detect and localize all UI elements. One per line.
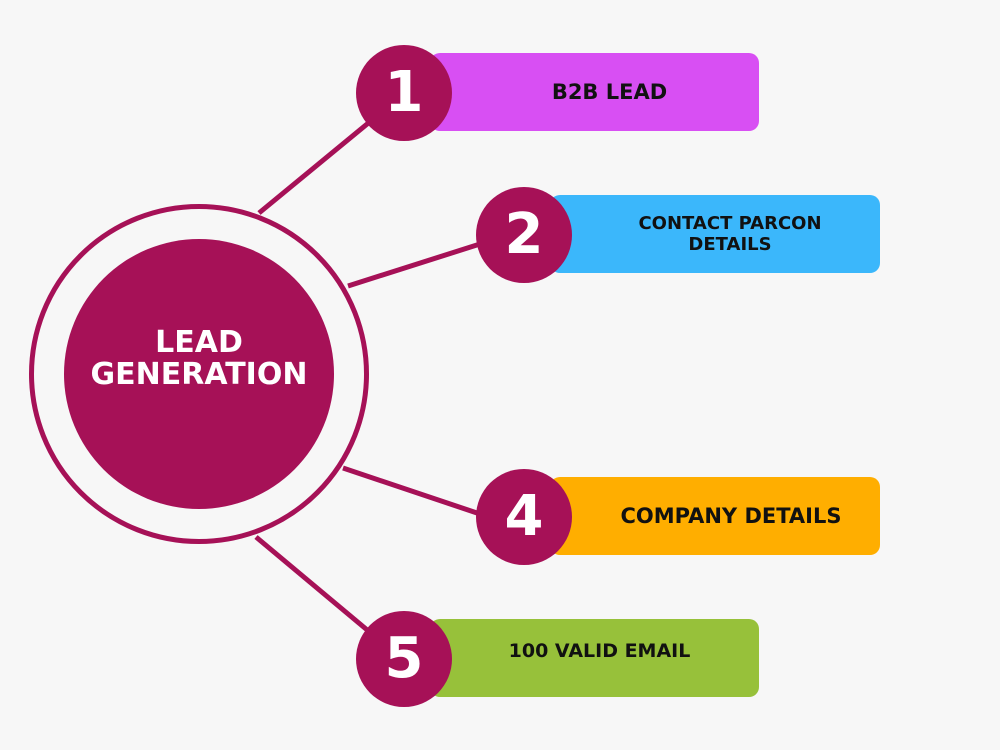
center-circle: LEAD GENERATION xyxy=(64,239,334,509)
item-badge-5: 5 xyxy=(356,611,452,707)
connector-line-4 xyxy=(342,465,481,517)
item-label-2: CONTACT PARCON DETAILS xyxy=(638,213,822,255)
connector-line-5 xyxy=(254,535,374,636)
item-label-1: B2B LEAD xyxy=(551,80,668,104)
item-bar-4: COMPANY DETAILS xyxy=(550,477,880,555)
center-title: LEAD GENERATION xyxy=(90,325,308,392)
item-bar-5: 100 VALID EMAIL xyxy=(430,619,759,697)
item-number-4: 4 xyxy=(504,484,544,549)
item-number-2: 2 xyxy=(504,202,544,267)
connector-line-1 xyxy=(257,118,374,215)
item-bar-2: CONTACT PARCON DETAILS xyxy=(550,195,880,273)
connector-line-2 xyxy=(347,241,481,289)
item-number-1: 1 xyxy=(384,60,424,125)
item-label-5: 100 VALID EMAIL xyxy=(508,640,691,662)
item-bar-1: B2B LEAD xyxy=(430,53,759,131)
item-badge-4: 4 xyxy=(476,469,572,565)
item-number-5: 5 xyxy=(384,626,424,691)
item-label-4: COMPANY DETAILS xyxy=(620,504,842,528)
item-badge-1: 1 xyxy=(356,45,452,141)
item-badge-2: 2 xyxy=(476,187,572,283)
